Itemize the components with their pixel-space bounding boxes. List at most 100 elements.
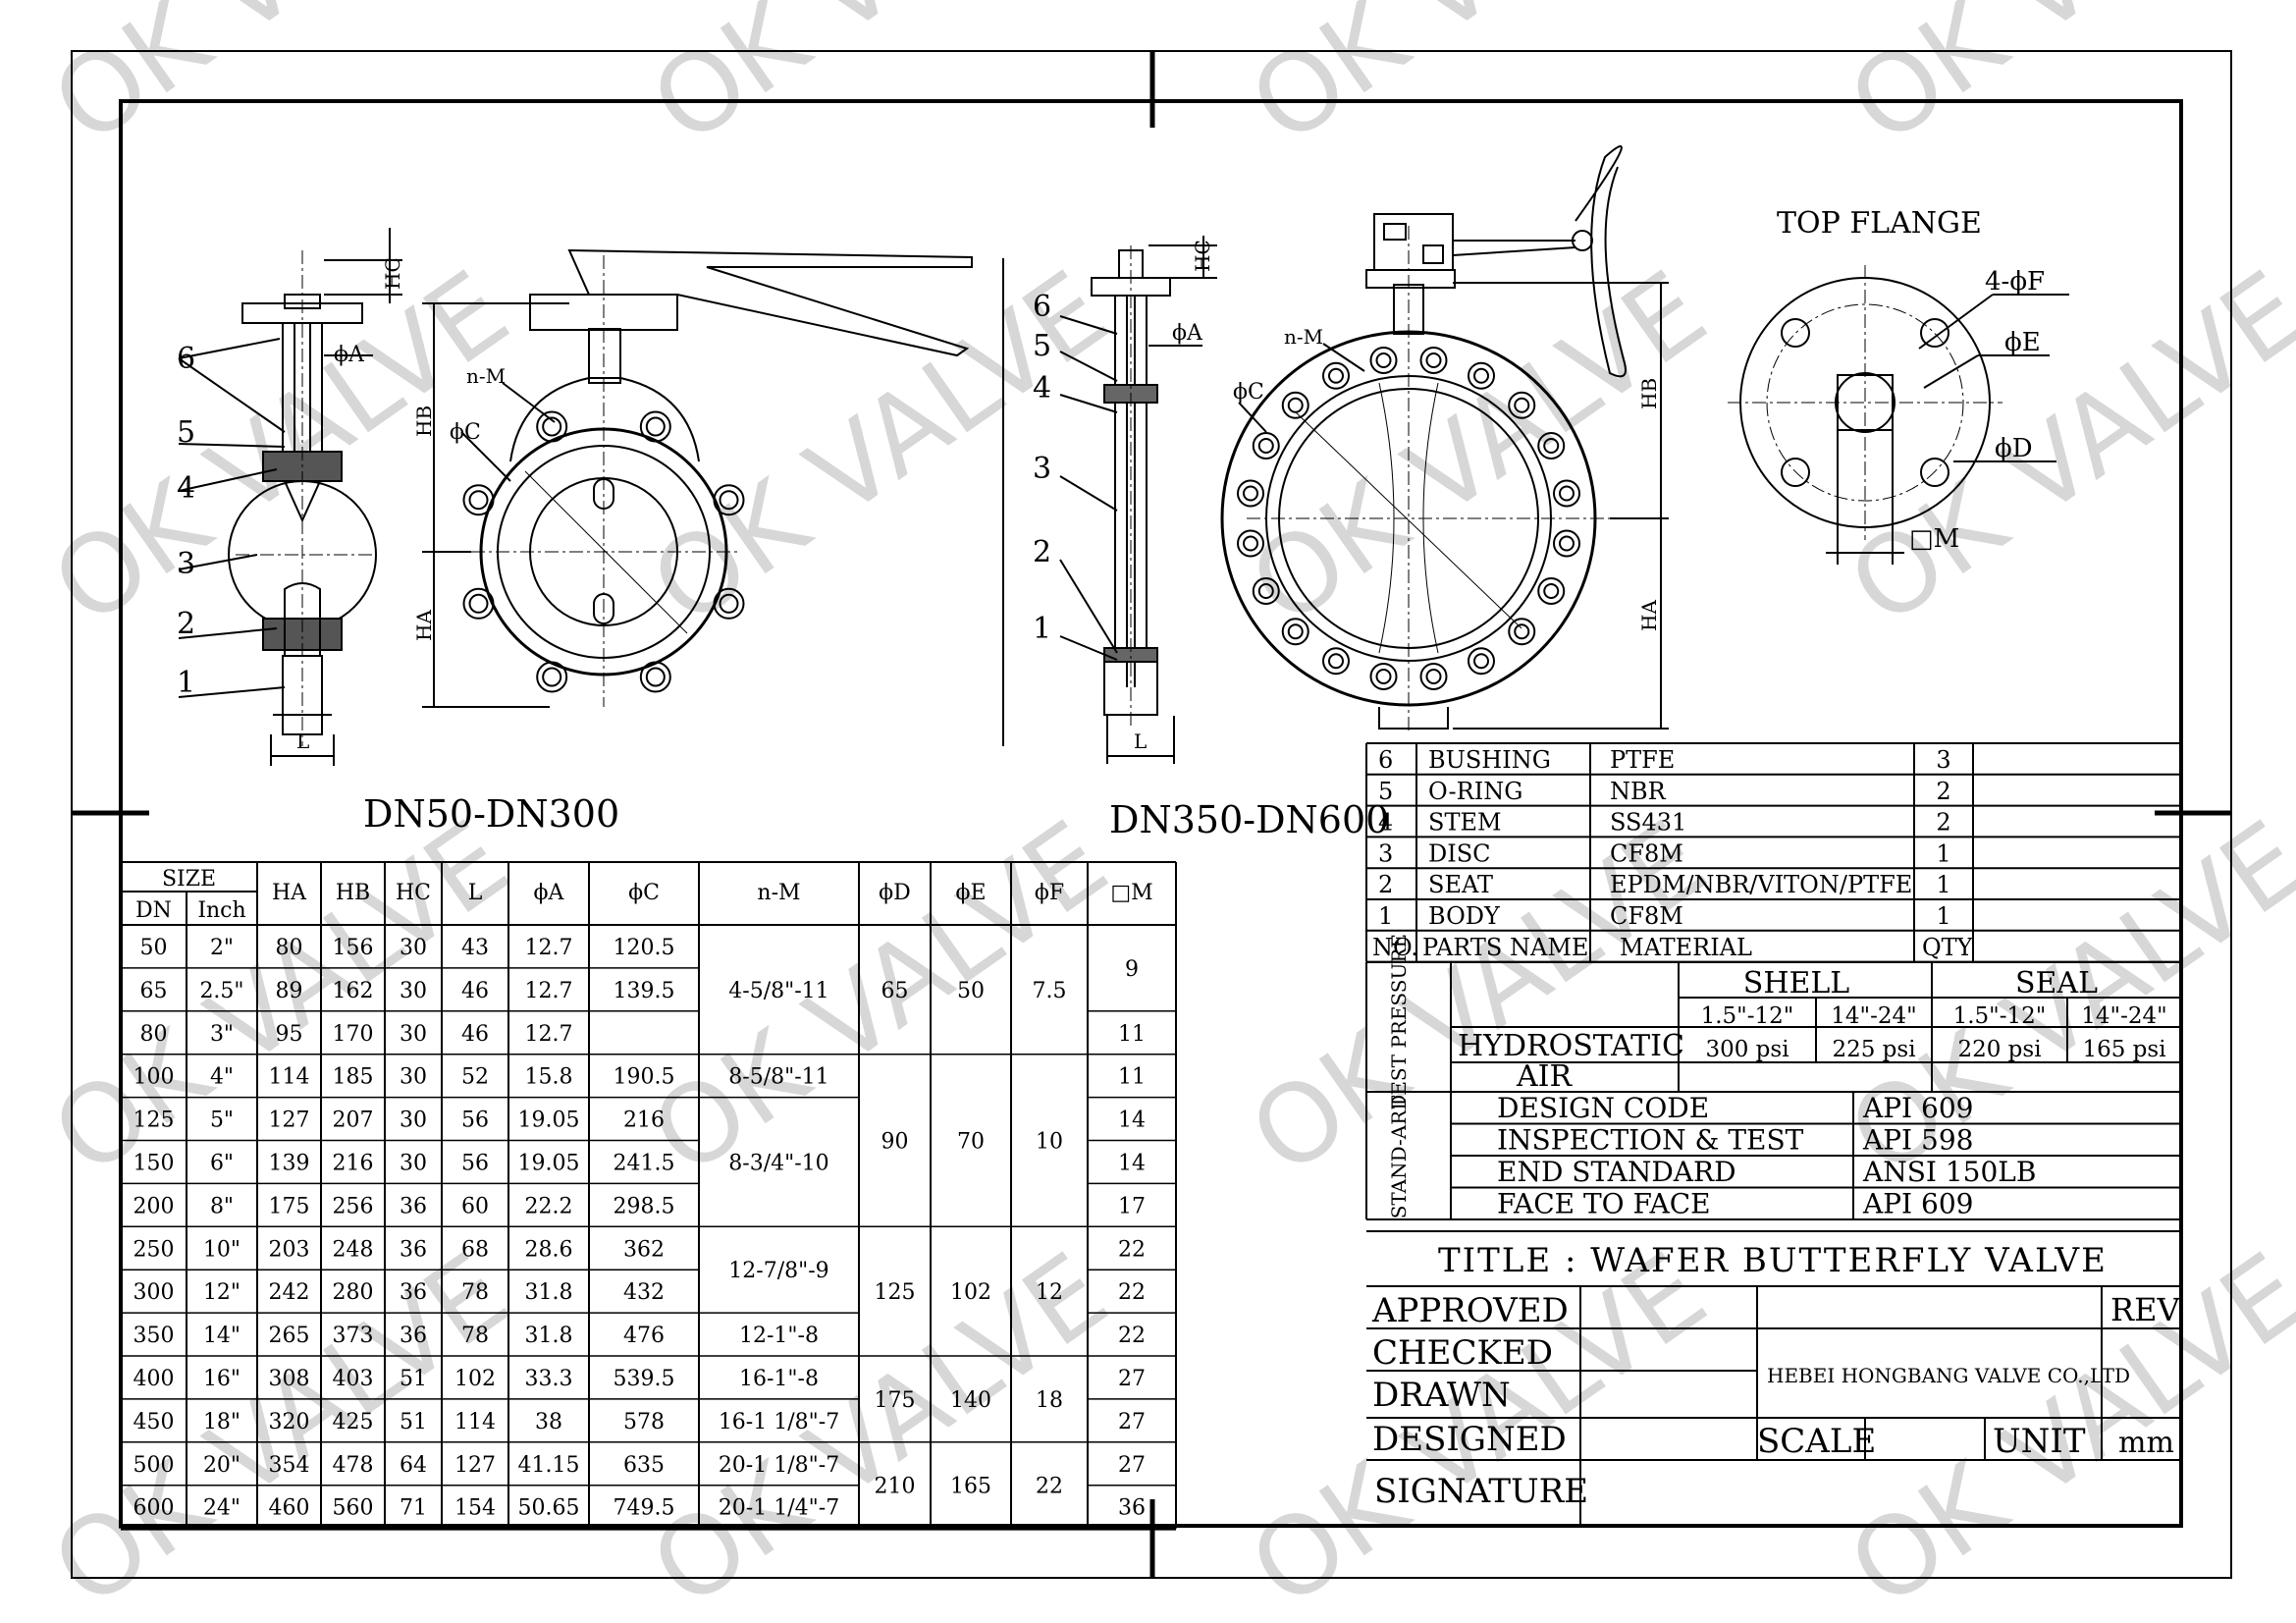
table-cell: 120.5: [614, 936, 675, 960]
table-cell: 425: [333, 1410, 374, 1434]
table-cell: 320: [269, 1410, 310, 1434]
bolt-lug: [462, 587, 495, 620]
bolt-lug: [1552, 529, 1580, 558]
table-cell-flange: 50: [957, 979, 985, 1003]
watermark-text: OK VALVE: [629, 247, 1128, 649]
watermark-text: OK VALVE: [30, 247, 529, 649]
table-cell-nm: 12-1"-8: [739, 1324, 819, 1348]
table-cell-flange: 140: [950, 1388, 991, 1413]
table-cell: 89: [276, 979, 303, 1003]
checked-label: CHECKED: [1372, 1333, 1553, 1373]
table-cell: 16": [203, 1367, 240, 1391]
callout-5-large: 5: [1033, 329, 1051, 363]
table-cell: 432: [623, 1280, 665, 1305]
table-cell: 185: [333, 1065, 374, 1090]
standard-label: STAND-ARD: [1387, 1095, 1411, 1219]
callout-5: 5: [177, 415, 195, 450]
table-cell: 50: [140, 936, 168, 960]
bolt-lug: [1552, 479, 1580, 508]
table-cell-nm: 8-3/4"-10: [728, 1151, 828, 1175]
part-name: STEM: [1428, 809, 1502, 837]
table-cell: 216: [333, 1151, 374, 1175]
table-cell: 5": [210, 1109, 234, 1133]
table-cell-sqm: 9: [1125, 957, 1139, 982]
table-cell: 36: [400, 1324, 427, 1348]
table-cell: 450: [133, 1410, 175, 1434]
table-cell: 248: [333, 1237, 374, 1262]
standard-name: DESIGN CODE: [1497, 1092, 1709, 1124]
table-cell: 203: [269, 1237, 310, 1262]
bolt-lug: [1321, 361, 1350, 390]
table-cell-sqm: 22: [1118, 1280, 1146, 1305]
parts-header-no: NO.: [1372, 934, 1418, 961]
size-range: 1.5"-12": [1953, 1003, 2047, 1029]
bolt-hole: [719, 490, 739, 511]
table-cell: 2": [210, 936, 234, 960]
bolt-hole: [542, 667, 562, 687]
bolt-lug: [1468, 361, 1496, 390]
table-cell-sqm: 11: [1118, 1022, 1146, 1047]
dim-phia-large: ϕA: [1172, 321, 1203, 346]
bolt-lug: [1237, 479, 1265, 508]
bolt-hole: [1425, 668, 1442, 684]
table-cell: 635: [623, 1453, 665, 1478]
table-cell: 31.8: [525, 1324, 573, 1348]
bolt-hole: [1243, 485, 1259, 502]
table-cell: 30: [400, 979, 427, 1003]
table-cell: 14": [203, 1324, 240, 1348]
table-cell: 578: [623, 1410, 665, 1434]
watermark-text: OK VALVE: [1827, 247, 2296, 649]
col-header: n-M: [757, 881, 800, 905]
table-cell: 100: [133, 1065, 175, 1090]
col-header: L: [468, 881, 483, 905]
bolt-lug: [1537, 431, 1566, 460]
bolt-hole: [1543, 437, 1560, 454]
part-name: O-RING: [1428, 778, 1522, 805]
table-cell-sqm: 27: [1118, 1453, 1146, 1478]
standard-name: END STANDARD: [1497, 1156, 1736, 1188]
table-cell: 8": [210, 1194, 234, 1218]
rev-label: REV: [2110, 1291, 2180, 1328]
table-cell: 298.5: [614, 1194, 675, 1218]
table-cell-nm: 4-5/8"-11: [728, 979, 828, 1003]
dim-hc-large: HC: [1191, 240, 1214, 272]
table-cell: 50.65: [518, 1496, 580, 1521]
bolt-lug: [1508, 391, 1536, 419]
part-material: CF8M: [1610, 902, 1683, 930]
dim-nm-large: n-M: [1284, 325, 1323, 349]
callout-1-large: 1: [1033, 612, 1051, 646]
table-cell-sqm: 14: [1118, 1151, 1146, 1175]
part-no: 6: [1378, 746, 1393, 774]
standard-value: API 598: [1862, 1124, 1973, 1157]
table-cell: 30: [400, 1109, 427, 1133]
dim-phic-large: ϕC: [1233, 380, 1264, 405]
designed-label: DESIGNED: [1372, 1420, 1567, 1459]
dim-nm-small: n-M: [466, 364, 506, 388]
table-cell-sqm: 14: [1118, 1109, 1146, 1133]
table-cell: 460: [269, 1496, 310, 1521]
table-cell-sqm: 17: [1118, 1194, 1146, 1218]
bolt-hole: [1473, 367, 1490, 384]
standard-value: API 609: [1862, 1092, 1973, 1124]
table-cell: 478: [333, 1453, 374, 1478]
table-cell-nm: 12-7/8"-9: [728, 1259, 828, 1283]
table-cell: 4": [210, 1065, 234, 1090]
standard-name: FACE TO FACE: [1497, 1188, 1711, 1220]
table-cell-sqm: 36: [1118, 1496, 1146, 1521]
table-cell: 22.2: [525, 1194, 573, 1218]
table-cell: 3": [210, 1022, 234, 1047]
table-cell: 52: [461, 1065, 489, 1090]
table-cell: 71: [400, 1496, 427, 1521]
table-cell: 308: [269, 1367, 310, 1391]
col-header: HC: [396, 881, 431, 905]
large-valve-front-view: [1220, 145, 1669, 734]
table-cell-flange: 175: [875, 1388, 916, 1413]
table-cell: 51: [400, 1410, 427, 1434]
table-cell: 600: [133, 1496, 175, 1521]
table-cell: 207: [333, 1109, 374, 1133]
table-cell: 43: [461, 936, 489, 960]
parts-header-material: MATERIAL: [1620, 934, 1752, 961]
